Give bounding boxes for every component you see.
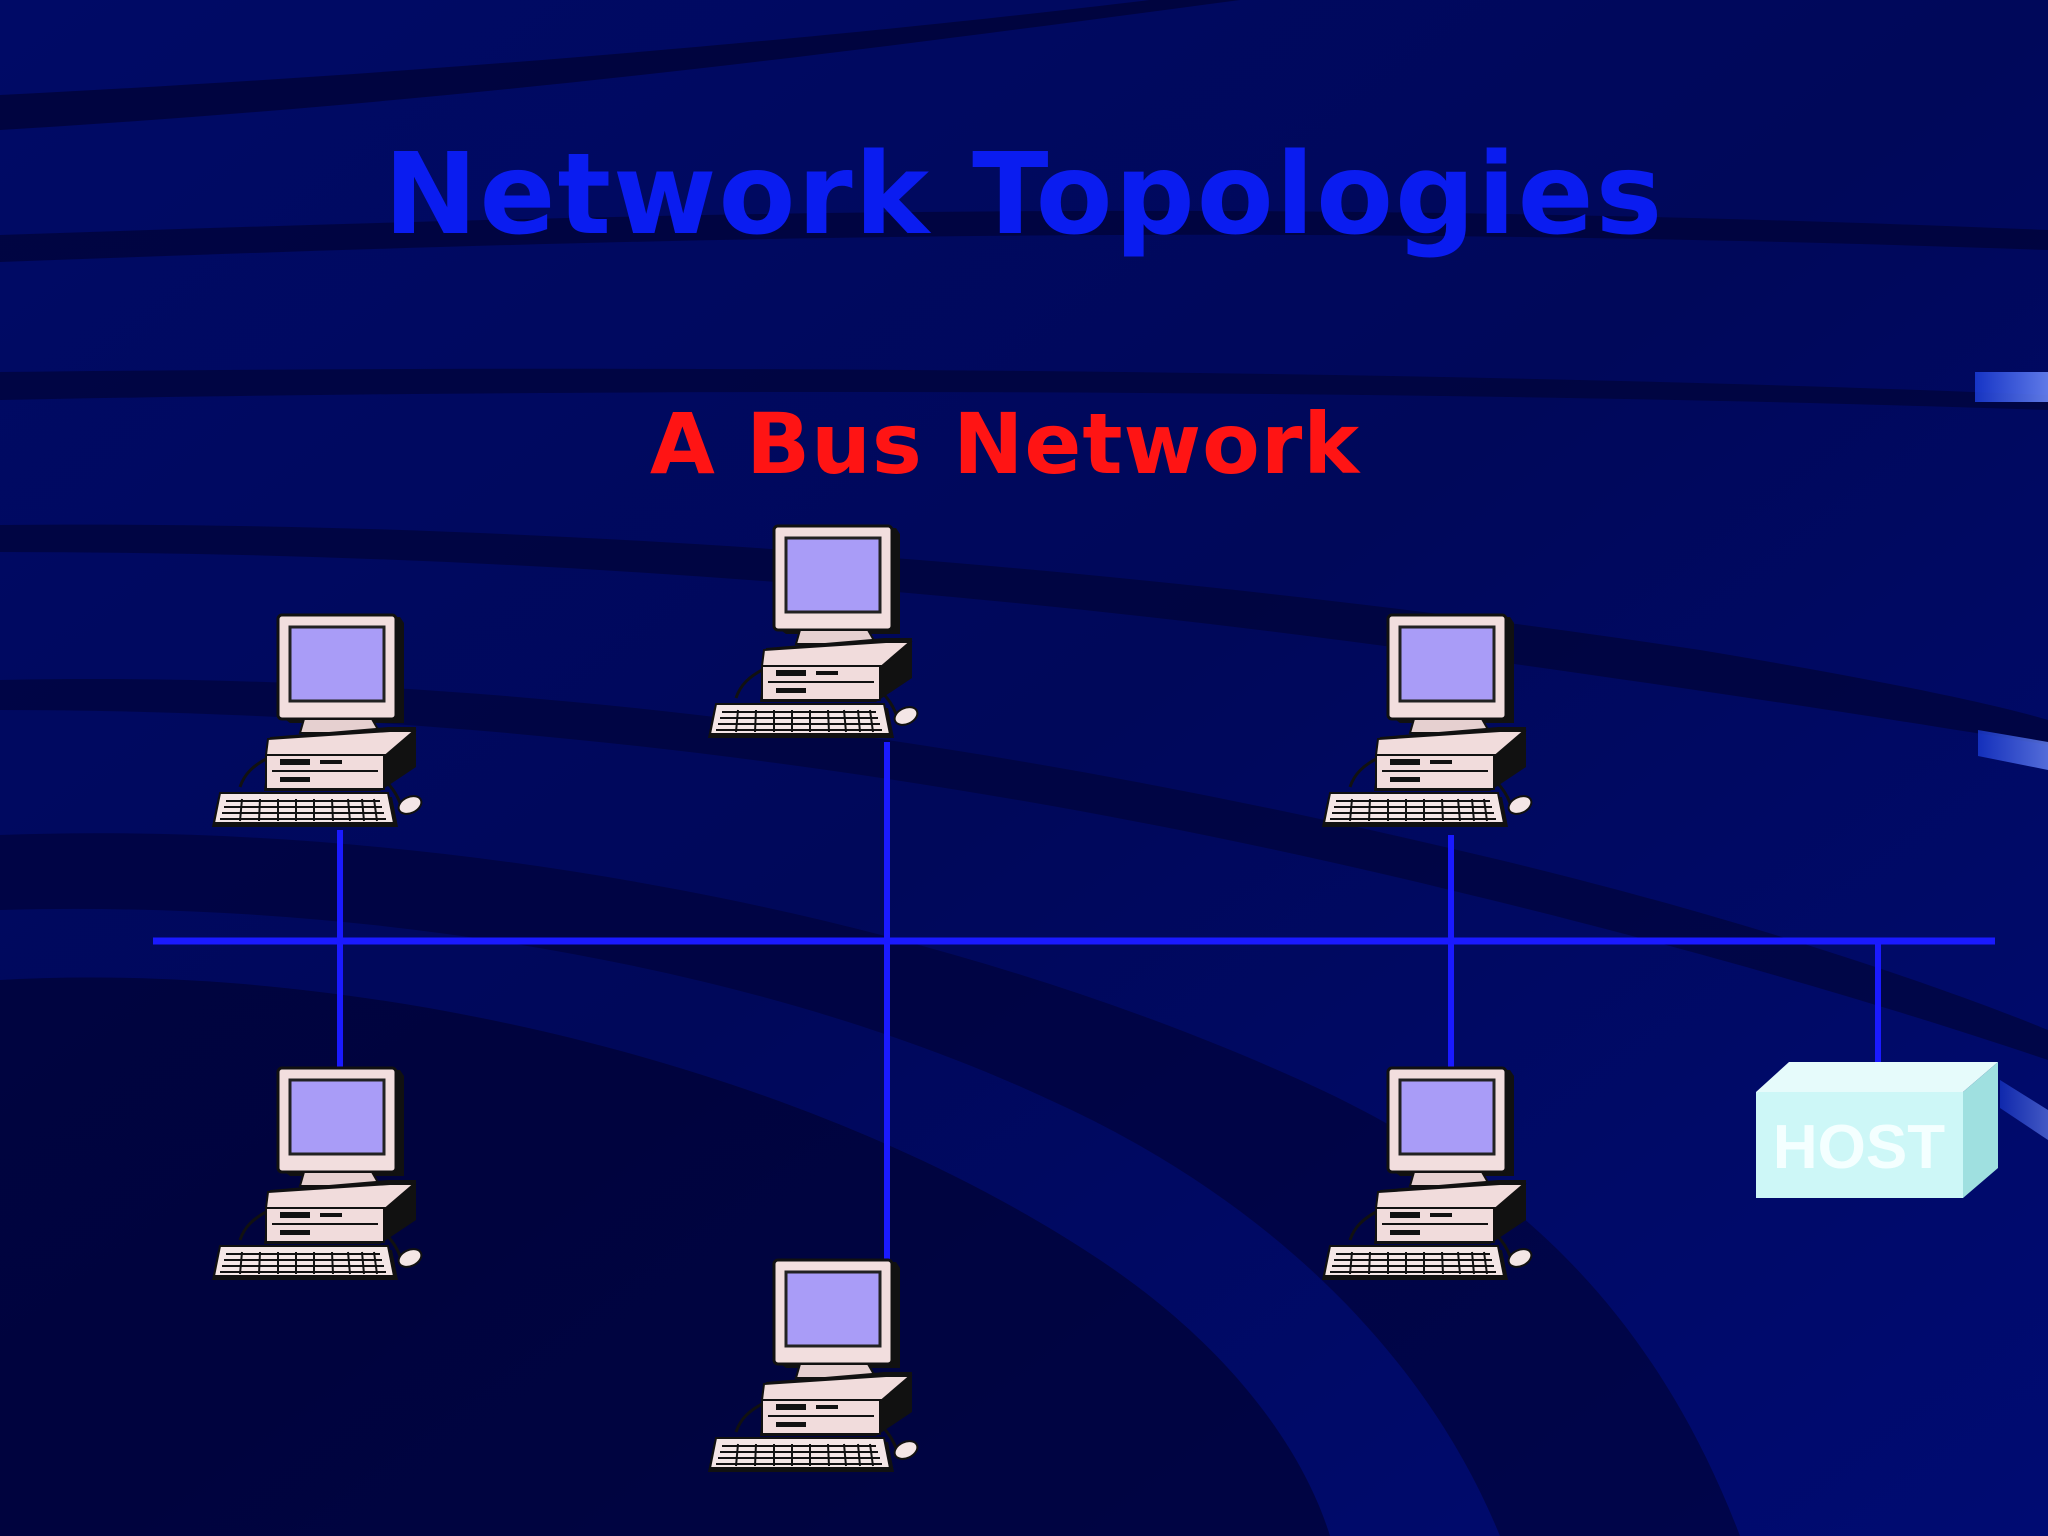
host-box: HOST — [1756, 1062, 1998, 1198]
computer-bottom-right — [1322, 1068, 1534, 1280]
computer-bottom-center — [708, 1260, 920, 1472]
computer-bottom-left — [212, 1068, 424, 1280]
computer-top-right — [1322, 615, 1534, 827]
computer-top-center — [708, 526, 920, 738]
computer-top-left — [212, 615, 424, 827]
host-label: HOST — [1773, 1113, 1945, 1182]
